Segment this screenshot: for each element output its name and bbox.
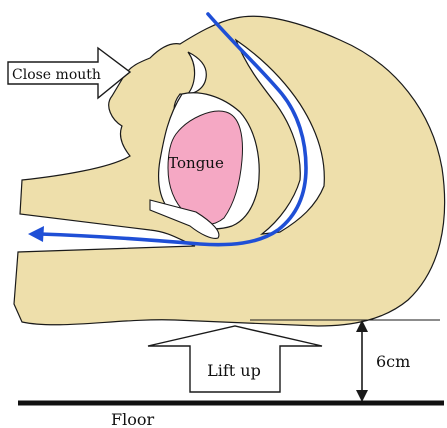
close-mouth-label: Close mouth (12, 67, 101, 83)
airway-arrowhead (28, 226, 44, 242)
lift-up-label: Lift up (207, 361, 261, 380)
tongue-label: Tongue (168, 154, 224, 172)
height-label: 6cm (376, 352, 410, 371)
lift-up-arrow (148, 326, 322, 392)
floor-label: Floor (111, 410, 154, 428)
height-arrow-down (356, 390, 368, 402)
